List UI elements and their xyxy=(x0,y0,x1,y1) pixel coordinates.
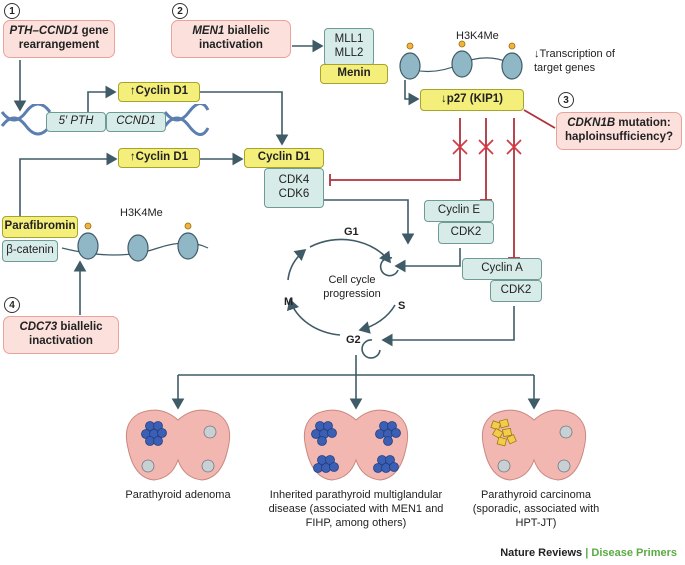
pathway-2-box: MEN1 biallelic inactivation xyxy=(171,20,291,58)
h3k4me-top-label: H3K4Me xyxy=(456,30,499,42)
footer-section: Disease Primers xyxy=(591,547,677,559)
gland-adenoma xyxy=(125,409,231,481)
h3k4me-left-label: H3K4Me xyxy=(120,207,163,219)
footer-credit: Nature Reviews | Disease Primers xyxy=(500,547,677,559)
pathway-2-number: 2 xyxy=(172,3,188,19)
pathway-1-box: PTH–CCND1 gene rearrangement xyxy=(3,20,115,58)
cdk2-e-box: CDK2 xyxy=(438,222,494,244)
cyclin-d1-box: Cyclin D1 xyxy=(244,148,324,168)
outcome-multiglandular-label: Inherited parathyroid multiglandular dis… xyxy=(268,489,444,529)
nucleosome-chain-top xyxy=(399,40,523,80)
outcome-carcinoma-label: Parathyroid carcinoma (sporadic, associa… xyxy=(472,489,600,529)
cell-cycle-s: S xyxy=(398,300,406,312)
mll1-label: MLL1 xyxy=(334,33,364,46)
gland-multiglandular xyxy=(303,409,409,481)
pathway-4-box: CDC73 biallelic inactivation xyxy=(3,316,119,354)
pathway-2-gene: MEN1 xyxy=(192,25,225,38)
pth-gene-box: 5′ PTH xyxy=(46,112,106,132)
cyclin-d1-upregulated-top: ↑Cyclin D1 xyxy=(118,82,200,102)
pathway-4-number: 4 xyxy=(4,297,20,313)
pathway-2-desc: biallelic inactivation xyxy=(199,25,270,51)
parafibromin-box: Parafibromin xyxy=(2,216,78,238)
cdk6-label: CDK6 xyxy=(278,188,310,200)
pathway-3-box: CDKN1B mutation: haploinsufficiency? xyxy=(556,112,682,150)
pathway-1-gene: PTH–CCND1 xyxy=(9,25,79,38)
cell-cycle-g1: G1 xyxy=(344,226,359,238)
pathway-3-number: 3 xyxy=(558,92,574,108)
dna-helix xyxy=(0,104,210,136)
pathway-1-desc: gene rearrangement xyxy=(18,25,109,51)
pathway-3-gene: CDKN1B xyxy=(567,117,616,130)
beta-catenin-box: β-catenin xyxy=(2,240,58,262)
cell-cycle-g2: G2 xyxy=(346,334,361,346)
gland-carcinoma xyxy=(481,409,587,481)
cell-cycle-center: Cell cycle progression xyxy=(323,274,381,300)
pathway-3-desc: mutation: haploinsufficiency? xyxy=(565,117,673,143)
menin-box: Menin xyxy=(320,64,388,84)
p27-box: ↓p27 (KIP1) xyxy=(420,89,524,111)
footer-separator: | xyxy=(582,547,592,559)
ccnd1-gene-box: CCND1 xyxy=(106,112,166,132)
transcription-note: ↓Transcription of target genes xyxy=(534,48,615,74)
mll-box: MLL1 MLL2 xyxy=(324,28,374,66)
nucleosome-chain-left xyxy=(61,222,209,262)
outcome-adenoma-label: Parathyroid adenoma xyxy=(125,489,231,501)
cyclin-a-box: Cyclin A xyxy=(462,258,542,280)
pathway-1-number: 1 xyxy=(4,3,20,19)
footer-brand: Nature Reviews xyxy=(500,547,583,559)
cyclin-d1-upregulated-bottom: ↑Cyclin D1 xyxy=(118,148,200,168)
cell-cycle-m: M xyxy=(284,296,294,308)
pathway-4-desc: biallelic inactivation xyxy=(29,321,103,347)
cdk4-label: CDK4 xyxy=(278,174,310,187)
cdk2-a-box: CDK2 xyxy=(490,280,542,302)
pathway-4-gene: CDC73 xyxy=(19,321,58,334)
mll2-label: MLL2 xyxy=(334,47,364,59)
cyclin-e-box: Cyclin E xyxy=(424,200,494,222)
cdk4-cdk6-box: CDK4 CDK6 xyxy=(264,168,324,208)
